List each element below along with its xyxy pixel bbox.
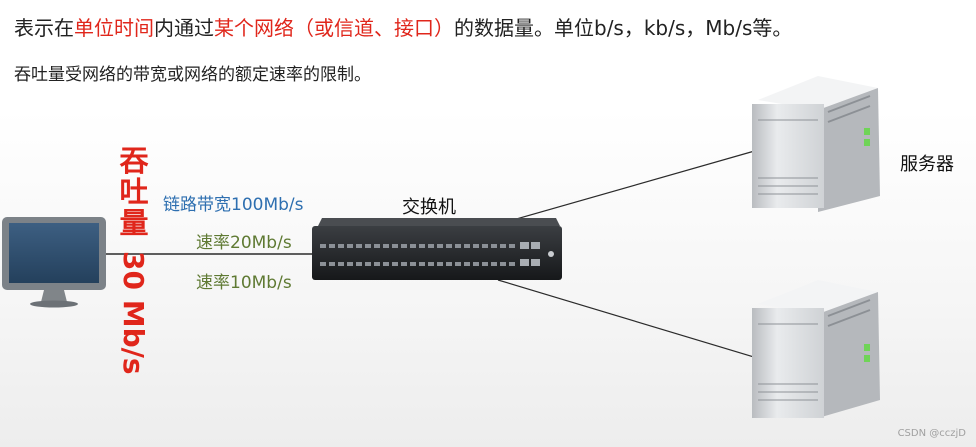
server-icon-top (752, 76, 880, 212)
switch-icon (312, 218, 562, 280)
throughput-label: 吞 吐 量 (113, 146, 155, 239)
highlight-network: 某个网络（或信道、接口） (214, 16, 454, 40)
definition-line: 表示在单位时间内通过某个网络（或信道、接口）的数据量。单位b/s，kb/s，Mb… (14, 12, 792, 41)
link-line-switch-server-bottom (497, 279, 765, 361)
server-icon-bottom (752, 280, 880, 418)
link-line-switch-server-top (505, 149, 759, 223)
throughput-value: 30 Mb/s (117, 251, 150, 375)
server-label: 服务器 (900, 154, 954, 175)
switch-label: 交换机 (402, 197, 456, 218)
monitor-icon (2, 217, 106, 308)
definition-part-3: 的数据量。单位b/s，kb/s，Mb/s等。 (454, 16, 793, 40)
definition-part-2: 内通过 (154, 16, 214, 40)
definition-part-1: 表示在 (14, 16, 74, 40)
link-bandwidth-label: 链路带宽100Mb/s (163, 195, 304, 215)
rate-label-10: 速率10Mb/s (196, 273, 292, 293)
throughput-char-1: 吞 (119, 144, 149, 178)
highlight-unit-time: 单位时间 (74, 16, 154, 40)
throughput-char-3: 量 (119, 206, 149, 240)
limitation-line: 吞吐量受网络的带宽或网络的额定速率的限制。 (14, 65, 371, 85)
watermark: CSDN @cczjD (897, 428, 966, 439)
throughput-char-2: 吐 (119, 175, 149, 209)
rate-label-20: 速率20Mb/s (196, 233, 292, 253)
